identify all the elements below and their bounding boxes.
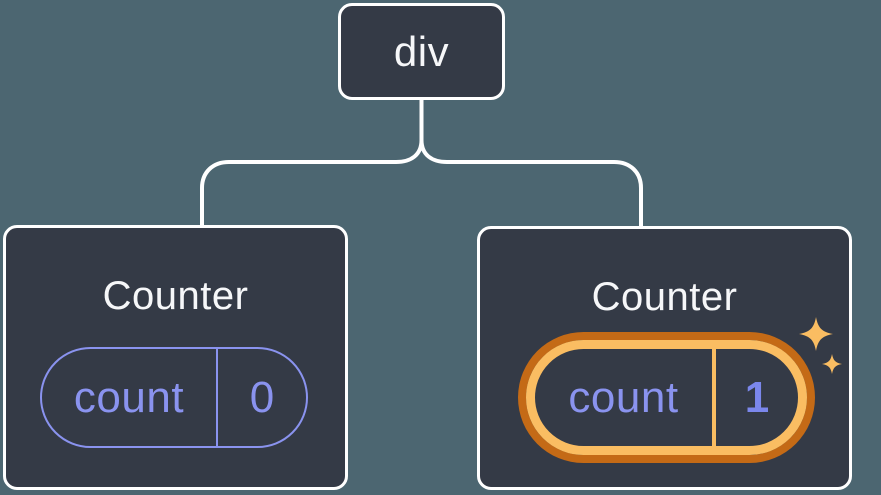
state-value: 0 — [249, 372, 275, 422]
sparkle-small — [822, 354, 842, 374]
connector-left — [200, 98, 424, 231]
state-name-label: count — [73, 372, 185, 422]
state-pill-value-segment: 1 — [716, 349, 798, 446]
state-pill-divider — [712, 349, 716, 446]
counter-node-left: Counter count 0 — [3, 225, 348, 490]
root-node-label: div — [393, 27, 450, 75]
counter-title: Counter — [102, 274, 249, 318]
sparkle-large — [799, 317, 833, 351]
state-pill-divider — [216, 349, 218, 446]
state-pill: count 0 — [40, 347, 308, 448]
state-pill-value-segment: 0 — [218, 349, 306, 446]
state-pill-name-segment: count — [535, 349, 712, 446]
connector-right — [419, 138, 643, 232]
state-pill-highlighted: count 1 — [526, 340, 807, 455]
sparkles-icon — [799, 317, 842, 374]
counter-node-right: Counter count 1 — [477, 226, 852, 490]
counter-title: Counter — [591, 275, 738, 319]
state-value: 1 — [744, 372, 770, 422]
state-name-label: count — [568, 372, 679, 422]
state-pill-name-segment: count — [42, 349, 216, 446]
root-node-div: div — [338, 3, 505, 100]
